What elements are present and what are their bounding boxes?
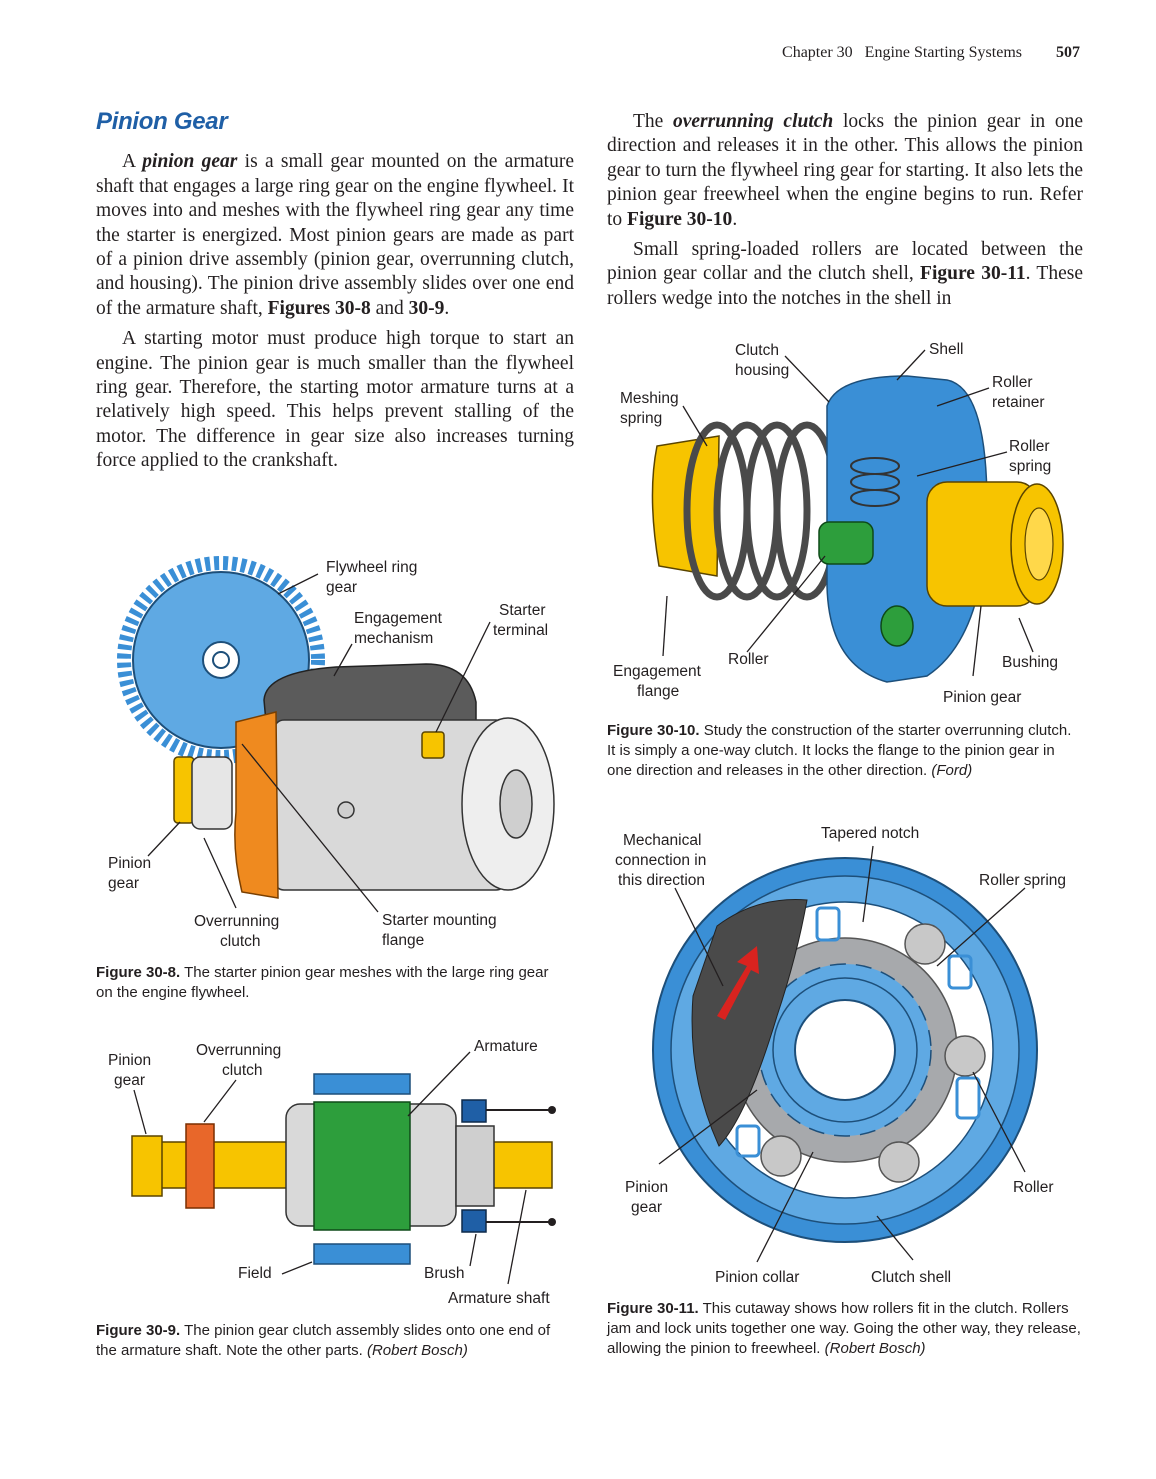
- overrunning-clutch-cutaway: Clutch housing Shell Meshing spring Roll…: [613, 341, 1064, 706]
- svg-text:connection in: connection in: [615, 852, 706, 869]
- field-pole-bottom: [313, 1243, 411, 1265]
- chapter-number: Chapter 30: [782, 44, 853, 61]
- right-column-text: The overrunning clutch locks the pinion …: [607, 110, 1083, 317]
- label-pinion-gear: Pinion: [108, 855, 151, 872]
- cutaway-shading: [691, 899, 808, 1147]
- svg-text:spring: spring: [1009, 458, 1051, 475]
- svg-text:clutch: clutch: [222, 1062, 263, 1079]
- caption-figure-30-11: Figure 30-11. This cutaway shows how rol…: [607, 1300, 1081, 1357]
- brush-top: [461, 1099, 487, 1123]
- caption-figure-30-10: Figure 30-10. Study the construction of …: [607, 722, 1072, 779]
- label-starter-terminal: Starter: [499, 602, 546, 619]
- svg-text:flange: flange: [382, 932, 424, 949]
- overrunning-clutch-part: [191, 756, 233, 830]
- label-roller-spring: Roller spring: [979, 872, 1066, 889]
- page-number: 507: [1056, 44, 1080, 61]
- label-starter-mounting-flange: Starter mounting: [382, 912, 497, 929]
- label-pinion-collar: Pinion collar: [715, 1269, 799, 1286]
- svg-text:spring: spring: [620, 410, 662, 427]
- svg-text:this direction: this direction: [618, 872, 705, 889]
- label-armature-shaft: Armature shaft: [448, 1290, 550, 1307]
- figure-ref: Figure 30-10: [627, 208, 733, 230]
- label-overrunning-clutch: Overrunning: [196, 1042, 281, 1059]
- label-clutch-housing: Clutch: [735, 342, 779, 359]
- svg-text:gear: gear: [326, 579, 357, 596]
- svg-text:housing: housing: [735, 362, 789, 379]
- svg-text:flange: flange: [637, 683, 679, 700]
- svg-text:terminal: terminal: [493, 622, 548, 639]
- label-shell: Shell: [929, 341, 963, 358]
- term-pinion-gear: pinion gear: [142, 151, 238, 173]
- commutator-part: [455, 1125, 495, 1207]
- label-clutch-shell: Clutch shell: [871, 1269, 951, 1286]
- label-armature: Armature: [474, 1038, 538, 1055]
- figure-30-11: Mechanical connection in this direction …: [607, 816, 1083, 1296]
- svg-text:gear: gear: [114, 1072, 145, 1089]
- label-pinion-gear: Pinion gear: [943, 689, 1021, 706]
- label-roller-spring: Roller: [1009, 438, 1049, 455]
- svg-text:mechanism: mechanism: [354, 630, 433, 647]
- label-engagement-mechanism: Engagement: [354, 610, 443, 627]
- svg-text:gear: gear: [631, 1199, 662, 1216]
- svg-text:retainer: retainer: [992, 394, 1045, 411]
- label-pinion-gear: Pinion: [108, 1052, 151, 1069]
- starter-motor-illustration: Flywheel ring gear Engagement mechanism …: [108, 556, 555, 950]
- figure-ref: 30-9: [408, 297, 445, 319]
- svg-text:gear: gear: [108, 875, 139, 892]
- label-overrunning-clutch: Overrunning: [194, 913, 279, 930]
- chapter-title: Engine Starting Systems: [864, 44, 1022, 61]
- direction-arrow-icon: [717, 946, 759, 1020]
- label-roller: Roller: [1013, 1179, 1053, 1196]
- caption-figure-30-8: Figure 30-8. The starter pinion gear mes…: [96, 964, 549, 1001]
- bolt-icon: [337, 801, 355, 819]
- label-pinion-gear: Pinion: [625, 1179, 668, 1196]
- label-field: Field: [238, 1265, 272, 1282]
- paragraph-torque: A starting motor must produce high torqu…: [96, 328, 574, 472]
- label-brush: Brush: [424, 1265, 465, 1282]
- pinion-gear-part: [173, 756, 195, 824]
- paragraph-pinion-gear: A pinion gear is a small gear mounted on…: [96, 151, 574, 319]
- roller-spring-part: [850, 457, 900, 507]
- shaft-bore: [794, 999, 896, 1101]
- paragraph-overrunning-clutch: The overrunning clutch locks the pinion …: [607, 111, 1083, 230]
- figure-ref: Figures 30-8: [267, 297, 371, 319]
- mounting-flange-part: [234, 711, 279, 899]
- svg-text:clutch: clutch: [220, 933, 261, 950]
- starter-terminal-part: [421, 731, 445, 759]
- label-mechanical-connection: Mechanical: [623, 832, 701, 849]
- term-overrunning-clutch: overrunning clutch: [672, 111, 834, 132]
- figure-30-9: Pinion gear Overrunning clutch Armature …: [96, 1030, 576, 1315]
- label-flywheel-ring-gear: Flywheel ring: [326, 559, 417, 576]
- roller-spring-parts: [735, 906, 981, 1158]
- label-roller-retainer: Roller: [992, 374, 1032, 391]
- label-bushing: Bushing: [1002, 654, 1058, 671]
- caption-figure-30-9: Figure 30-9. The pinion gear clutch asse…: [96, 1322, 551, 1359]
- label-meshing-spring: Meshing: [620, 390, 679, 407]
- brush-bottom: [461, 1209, 487, 1233]
- armature-assembly-illustration: Pinion gear Overrunning clutch Armature …: [108, 1038, 556, 1307]
- left-column-text: Pinion Gear A pinion gear is a small gea…: [96, 108, 574, 480]
- overrunning-clutch-part: [185, 1123, 215, 1209]
- paragraph-rollers: Small spring-loaded rollers are located …: [607, 239, 1083, 309]
- label-engagement-flange: Engagement: [613, 663, 702, 680]
- figure-30-8: Flywheel ring gear Engagement mechanism …: [96, 552, 576, 952]
- armature-part: [313, 1101, 411, 1231]
- roller-parts: [760, 923, 986, 1183]
- field-pole-top: [313, 1073, 411, 1095]
- label-tapered-notch: Tapered notch: [821, 825, 919, 842]
- bushing-part: [1024, 507, 1054, 581]
- pinion-gear-part: [131, 1135, 163, 1197]
- label-roller: Roller: [728, 651, 768, 668]
- clutch-cross-section: Mechanical connection in this direction …: [615, 825, 1066, 1286]
- running-header: Chapter 30 Engine Starting Systems 507: [640, 44, 1080, 62]
- roller-part: [818, 521, 874, 565]
- section-heading: Pinion Gear: [96, 108, 228, 135]
- figure-30-10: Clutch housing Shell Meshing spring Roll…: [607, 336, 1083, 706]
- figure-ref: Figure 30-11: [920, 263, 1026, 285]
